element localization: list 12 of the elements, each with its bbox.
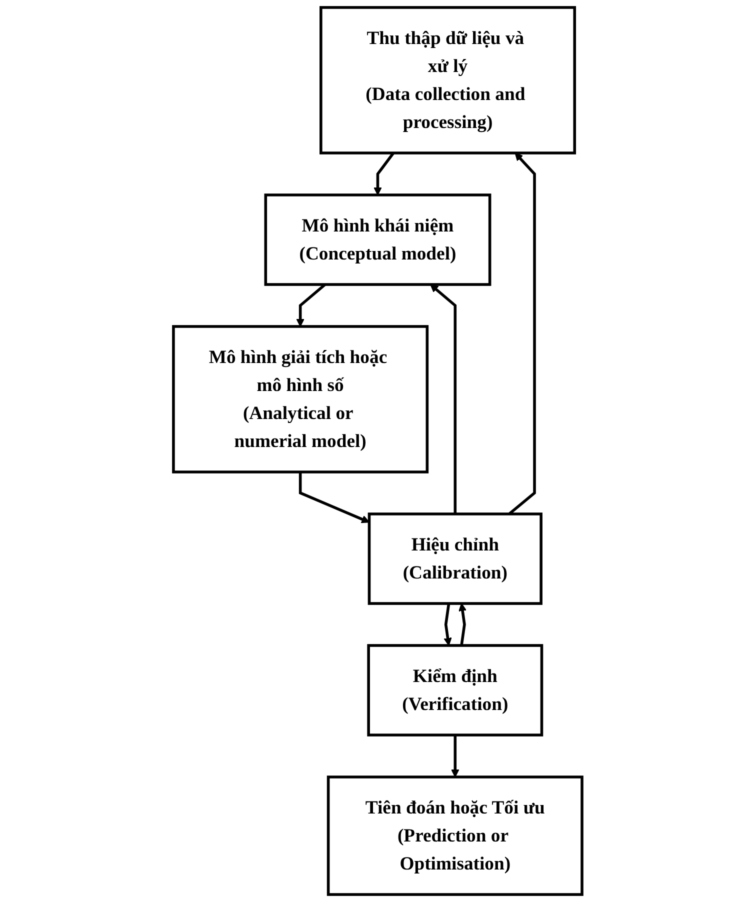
node-box: Kiểm định (Verification) <box>367 644 544 736</box>
node-box: Thu thập dữ liệu và xử lý (Data collection and processing) <box>320 6 576 154</box>
arrow <box>458 603 467 646</box>
arrow <box>374 152 395 196</box>
arrow <box>451 735 460 778</box>
node-box: Mô hình khái niệm (Conceptual model) <box>264 194 492 286</box>
node-box: Hiệu chỉnh (Calibration) <box>368 512 543 605</box>
arrow <box>299 472 370 524</box>
arrow <box>444 603 452 646</box>
arrow <box>430 284 457 514</box>
node-box: Tiên đoán hoặc Tối ưu (Prediction or Optimisation) <box>327 776 584 896</box>
node-box: Mô hình giải tích hoặc mô hình số (Analytical or numerial model) <box>172 325 429 474</box>
